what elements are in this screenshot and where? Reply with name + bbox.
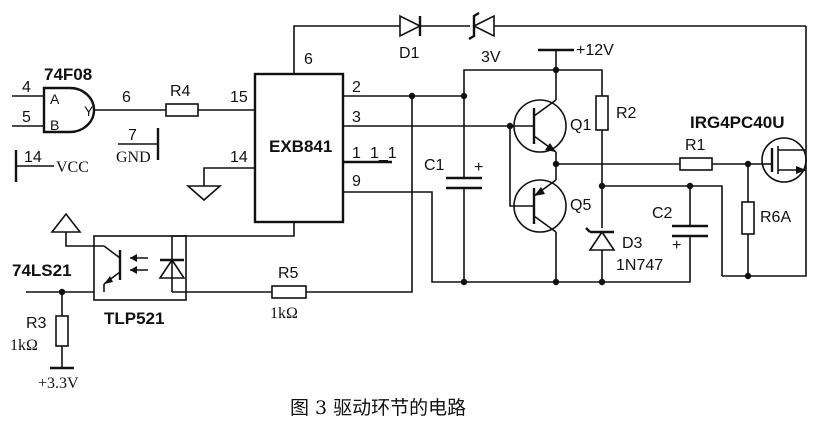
gate-pin-gnd: 7 <box>128 127 137 144</box>
gnd-label: GND <box>116 149 151 166</box>
exb-pin-3: 3 <box>352 109 361 126</box>
exb-pin-2: 2 <box>352 79 361 96</box>
emitter-rail <box>343 182 723 286</box>
exb-pin-6: 6 <box>304 51 313 68</box>
tlp521-label: TLP521 <box>104 309 164 328</box>
and-gate-74f08: 74F08 4 5 A B Y 6 7 GND 14 VCC <box>12 65 166 182</box>
exb-pin-15: 15 <box>230 89 248 106</box>
resistor-r1: R1 <box>679 137 764 171</box>
d3-label: D3 <box>622 235 643 252</box>
d1-label: D1 <box>399 45 420 62</box>
r3-label: R3 <box>26 315 47 332</box>
driver-74ls21-label: 74LS21 <box>12 261 72 280</box>
gate-part-label: 74F08 <box>44 65 92 84</box>
supply-rail: +12V <box>343 42 614 100</box>
q1-label: Q1 <box>570 117 591 134</box>
resistor-r2: R2 <box>595 95 637 228</box>
capacitor-c1: C1 + <box>424 96 483 282</box>
q5-label: Q5 <box>570 197 591 214</box>
gate-pin-b: 5 <box>22 109 31 126</box>
gate-label-b: B <box>50 117 59 133</box>
resistor-r4: R4 <box>165 83 255 117</box>
zener-label: 3V <box>481 49 501 66</box>
resistor-r6a: R6A <box>741 164 791 280</box>
gate-pin-y: 6 <box>122 89 131 106</box>
supply-label: +12V <box>576 42 614 59</box>
r4-label: R4 <box>170 83 191 100</box>
igbt-irg4pc40u: IRG4PC40U <box>690 113 807 183</box>
exb-pin-9: 9 <box>352 173 361 190</box>
exb-pin-1: 1 <box>352 145 361 162</box>
resistor-r3: R3 1kΩ +3.3V <box>10 292 79 392</box>
igbt-label: IRG4PC40U <box>690 113 784 132</box>
driver-exb841: EXB841 15 14 6 2 3 1 1_1 9 <box>185 51 397 224</box>
transistor-q5: Q5 <box>513 152 591 282</box>
capacitor-c2: C2 + <box>652 186 708 254</box>
r1-label: R1 <box>685 137 706 154</box>
exb-pin-14: 14 <box>230 149 248 166</box>
exb841-label: EXB841 <box>269 137 332 156</box>
gate-pin-a: 4 <box>22 79 31 96</box>
d3-part: 1N747 <box>616 257 663 274</box>
c1-label: C1 <box>424 157 445 174</box>
supply-3v3-label: +3.3V <box>38 375 79 392</box>
c2-label: C2 <box>652 205 673 222</box>
base-drive <box>343 122 534 207</box>
c1-plus: + <box>474 159 483 176</box>
r5-label: R5 <box>278 265 299 282</box>
zener-d3: D3 1N747 <box>585 227 663 282</box>
gate-label-y: Y <box>84 103 94 119</box>
exb-pin-1-label: 1_1 <box>370 145 397 162</box>
r6a-label: R6A <box>760 209 791 226</box>
gate-pin-vcc: 14 <box>24 149 42 166</box>
transistor-q1: Q1 <box>513 70 591 153</box>
r2-label: R2 <box>616 105 637 122</box>
r5-value: 1kΩ <box>270 305 298 322</box>
resistor-r5: R5 1kΩ <box>270 96 413 322</box>
optocoupler-tlp521: TLP521 74LS21 <box>12 212 295 328</box>
r3-value: 1kΩ <box>10 337 38 354</box>
vcc-label: VCC <box>56 159 89 176</box>
figure-caption: 图 3 驱动环节的电路 <box>290 397 466 419</box>
c2-plus: + <box>672 237 681 254</box>
gate-label-a: A <box>50 91 60 107</box>
